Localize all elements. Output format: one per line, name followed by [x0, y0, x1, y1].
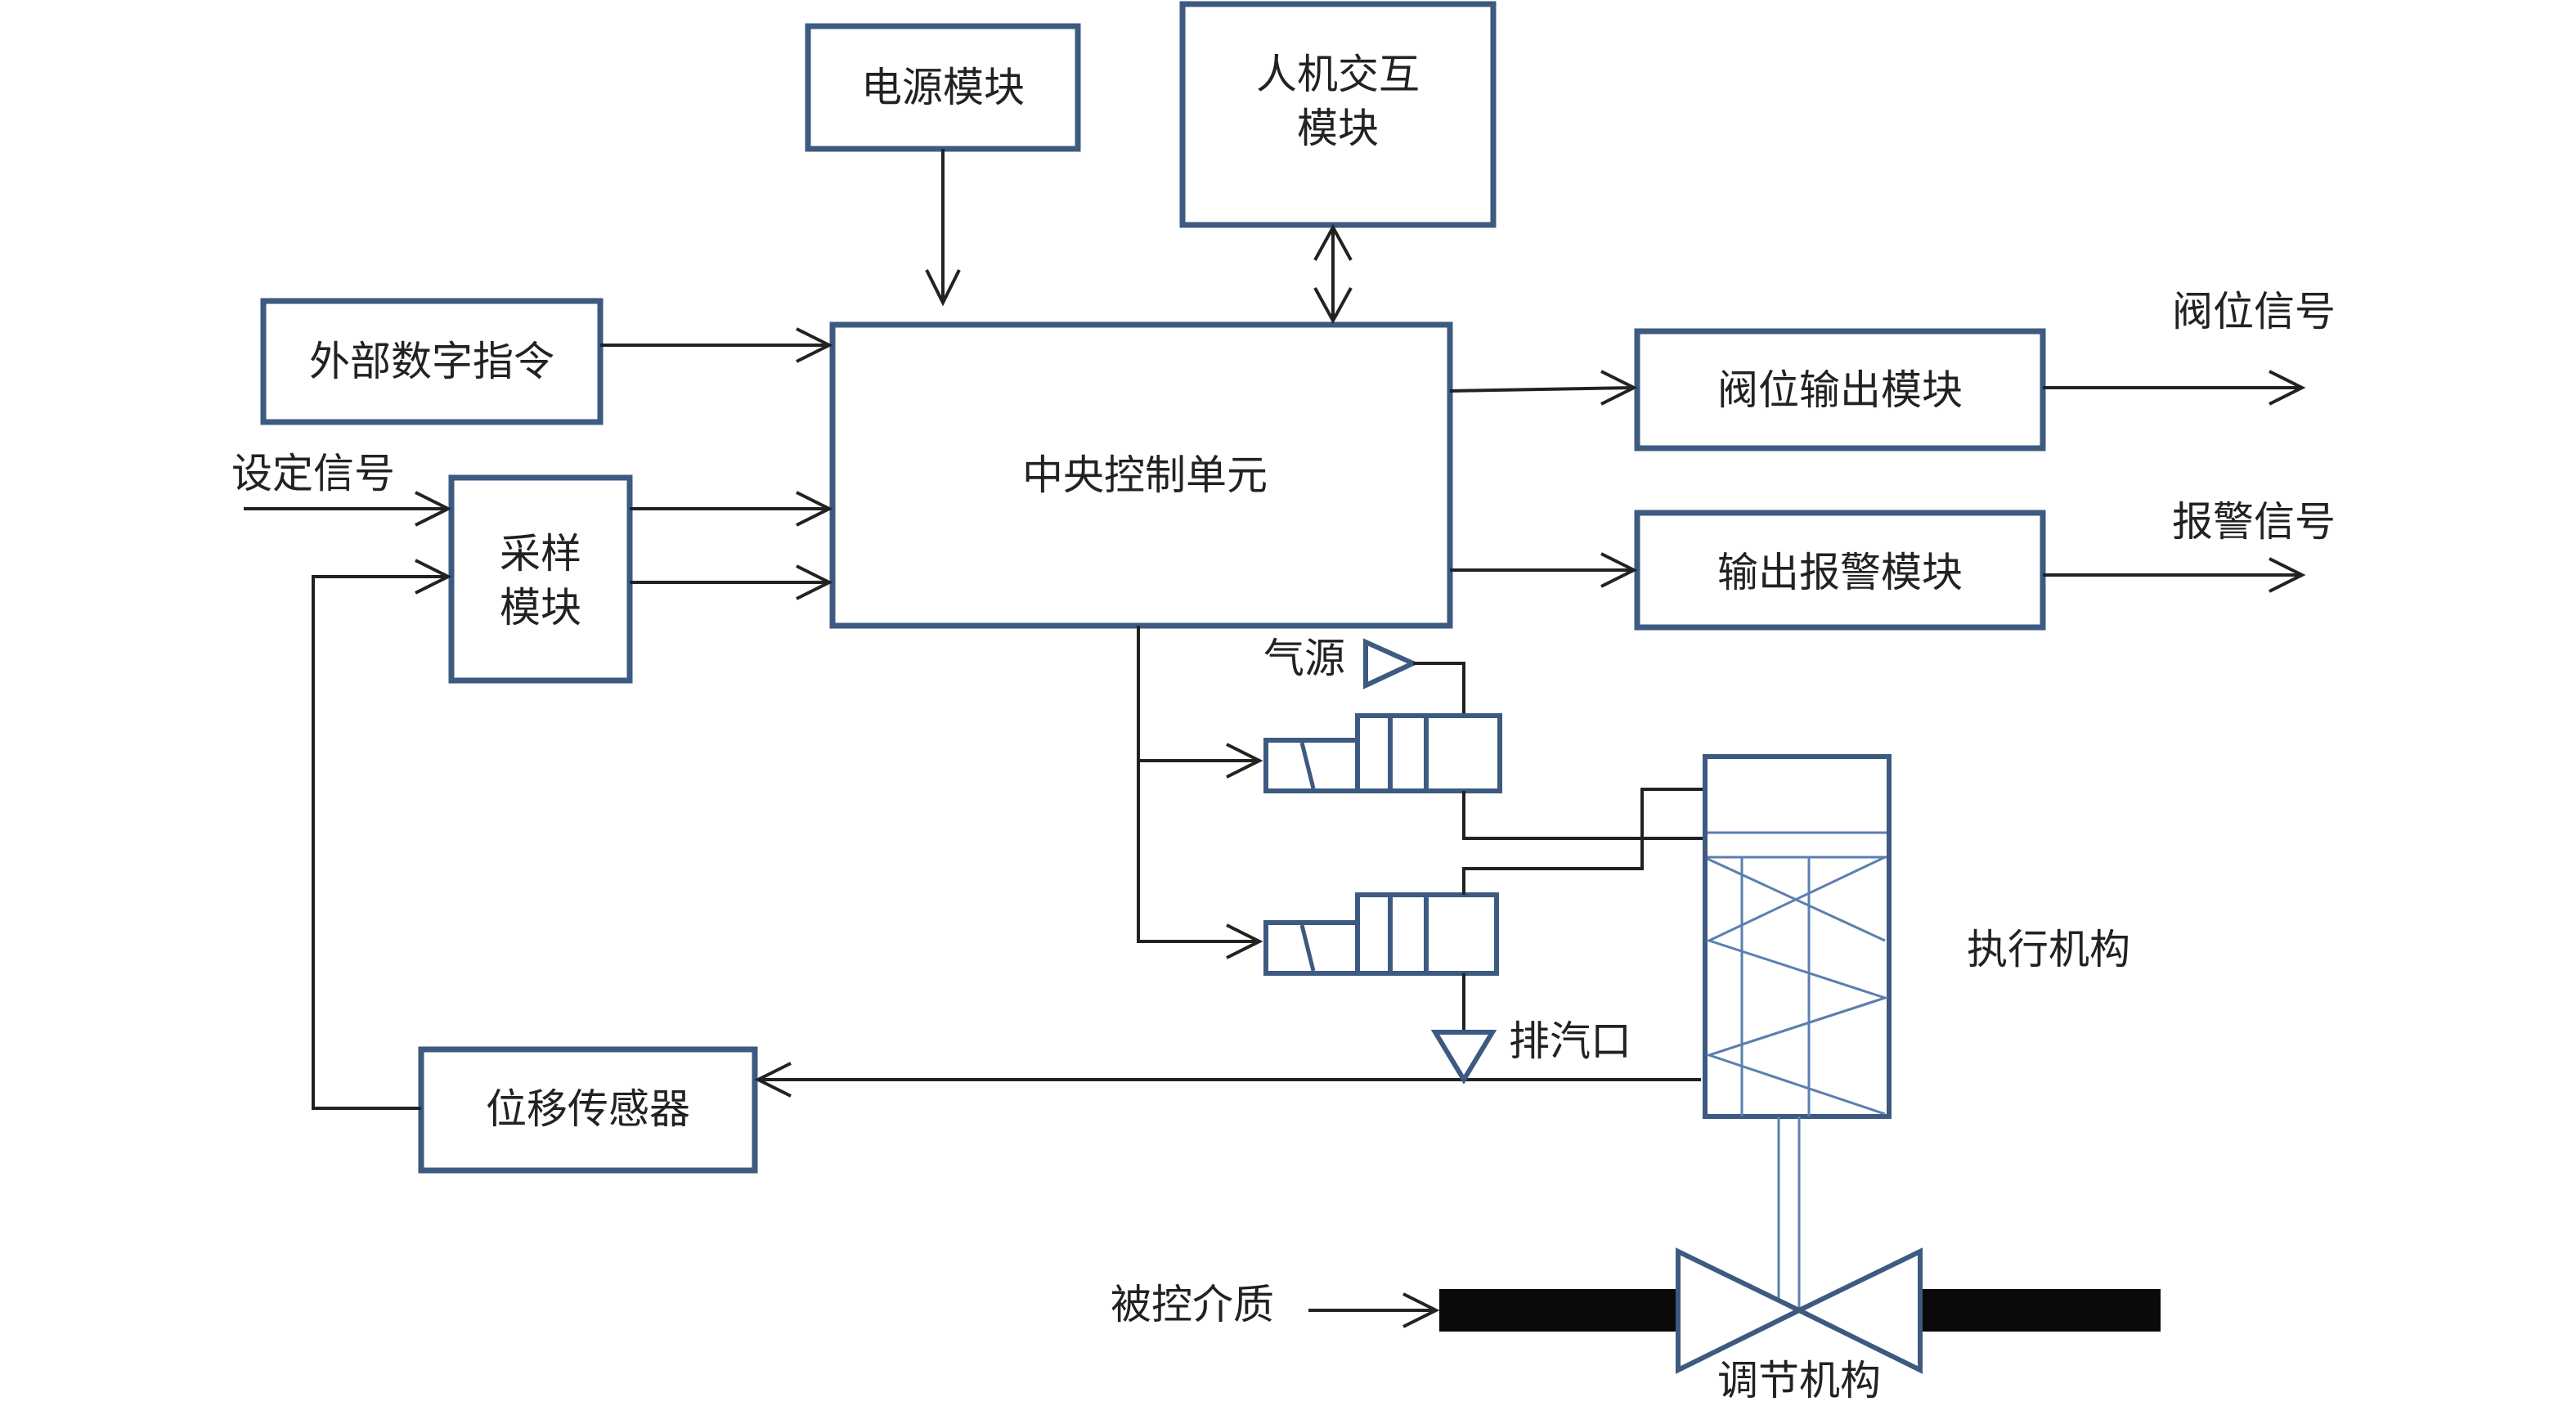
exhaust-symbol [1430, 1030, 1497, 1085]
power-module: 电源模块 [805, 23, 1081, 152]
controlled-medium-label: 被控介质 [1111, 1281, 1274, 1328]
central-to-alarm-output-arrow [1450, 552, 1638, 588]
air-source-symbol [1363, 638, 1465, 716]
external-command-arrow [600, 327, 833, 363]
external-command-box: 外部数字指令 [260, 298, 604, 425]
pipe-left [1439, 1289, 1676, 1332]
valve-signal-arrow [2043, 370, 2306, 406]
solenoid-valve-upper [1263, 713, 1709, 840]
alarm-output-module: 输出报警模块 [1634, 510, 2046, 631]
power-to-central-arrow [925, 149, 961, 307]
central-control-label: 中央控制单元 [1022, 451, 1268, 499]
hmi-central-bidirectional-arrow [1313, 223, 1353, 325]
regulating-valve-symbol [1676, 1247, 1923, 1374]
solenoid-valve-lower [1263, 788, 1705, 1031]
controlled-medium-arrow [1308, 1292, 1440, 1328]
actuator-cylinder [1703, 754, 1892, 1309]
sampling-to-central-arrow-1 [630, 491, 833, 527]
air-source-label: 气源 [1263, 635, 1345, 682]
actuator-label: 执行机构 [1967, 926, 2130, 973]
valve-output-module: 阀位输出模块 [1634, 328, 2046, 451]
external-command-label: 外部数字指令 [309, 338, 554, 385]
central-to-valve-output-arrow [1449, 370, 1638, 406]
set-signal-label: 设定信号 [231, 450, 395, 497]
feedback-loop-arrow [312, 559, 452, 1110]
valve-output-module-label: 阀位输出模块 [1717, 366, 1963, 414]
power-module-label: 电源模块 [861, 64, 1025, 111]
displacement-sensor: 位移传感器 [418, 1046, 758, 1174]
alarm-output-module-label: 输出报警模块 [1717, 549, 1963, 596]
hmi-module-label: 人机交互模块 [1256, 51, 1420, 152]
central-control-unit: 中央控制单元 [829, 321, 1453, 629]
valve-position-signal-label: 阀位信号 [2172, 288, 2336, 335]
pipe-right [1922, 1289, 2161, 1332]
exhaust-port-label: 排汽口 [1509, 1017, 1631, 1065]
alarm-signal-label: 报警信号 [2172, 498, 2336, 546]
sampling-module: 采样模块 [448, 474, 633, 684]
displacement-sensor-label: 位移传感器 [486, 1085, 690, 1133]
sampling-to-central-arrow-2 [630, 564, 833, 600]
regulating-mechanism-label: 调节机构 [1717, 1357, 1881, 1404]
alarm-signal-arrow [2043, 557, 2306, 593]
central-to-solenoid-wires [1137, 626, 1263, 959]
sampling-module-label: 采样模块 [500, 530, 581, 631]
hmi-module: 人机交互模块 [1179, 1, 1497, 228]
actuator-to-sensor-arrow [754, 1062, 1701, 1098]
set-signal-arrow [244, 491, 452, 527]
